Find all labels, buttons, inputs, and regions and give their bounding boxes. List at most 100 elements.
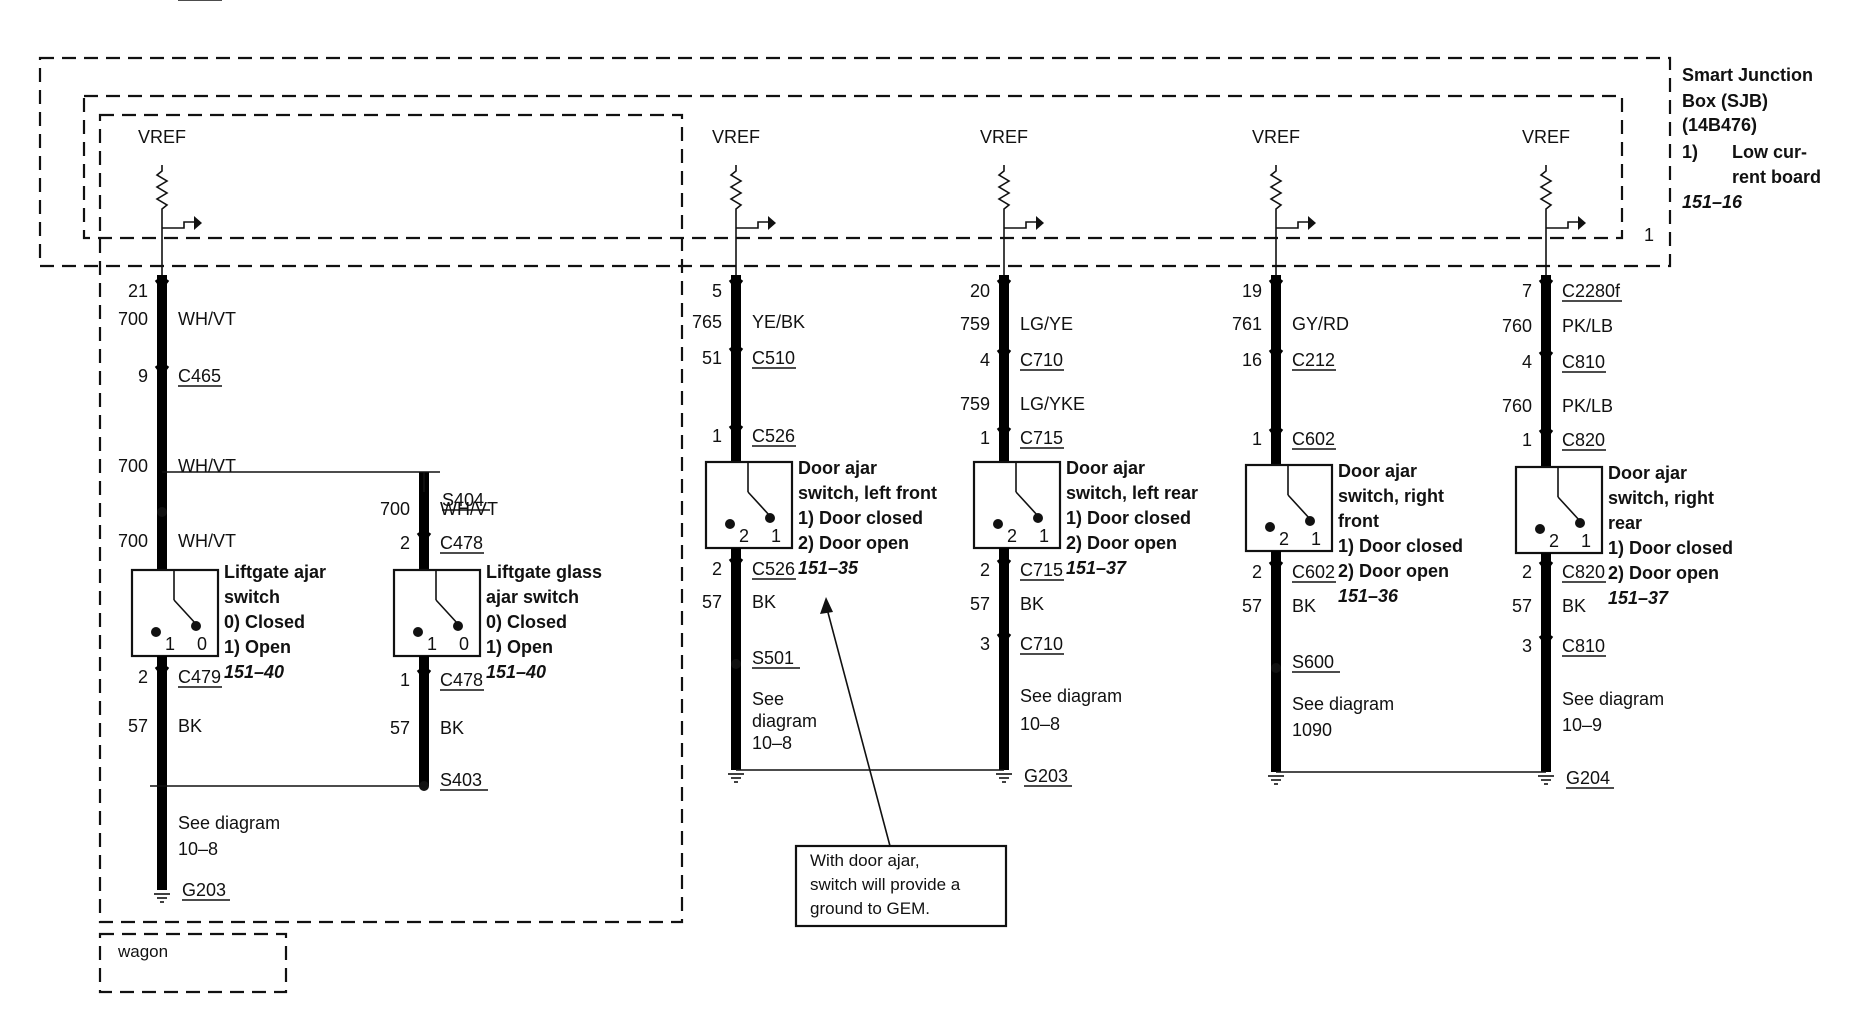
splice-dot xyxy=(157,507,167,517)
ground-symbol xyxy=(995,773,1013,783)
see-diagram: See xyxy=(752,689,784,709)
circuit-number: 760 xyxy=(1502,316,1532,336)
switch-pin: 1 xyxy=(1311,529,1321,549)
pullup-resistor xyxy=(998,164,1010,216)
switch-pin: 0 xyxy=(459,634,469,654)
wire-color: BK xyxy=(1562,596,1586,616)
wire-color: PK/LB xyxy=(1562,396,1613,416)
switch-blade xyxy=(1015,491,1039,517)
connector-mark xyxy=(728,558,744,570)
switch-contact xyxy=(151,627,161,637)
ground-symbol xyxy=(1537,775,1555,785)
connector-mark xyxy=(1268,428,1284,440)
switch-pin: 1 xyxy=(1039,526,1049,546)
switch-name: Door ajar xyxy=(1066,458,1145,478)
circuit-number: 700 xyxy=(380,499,410,519)
pullup-resistor xyxy=(1270,164,1282,216)
switch-name: switch, right xyxy=(1608,488,1714,508)
callout-arrowhead xyxy=(820,597,833,614)
splice-label: S600 xyxy=(1292,652,1334,672)
switch-contact xyxy=(453,621,463,631)
svg-text:rent board: rent board xyxy=(1732,167,1821,187)
see-diagram: See diagram xyxy=(178,813,280,833)
connector-mark xyxy=(1538,351,1554,363)
svg-text:1): 1) xyxy=(1682,142,1698,162)
connector-mark xyxy=(728,347,744,359)
top-pin: 19 xyxy=(1242,281,1262,301)
connector-name: C810 xyxy=(1562,352,1605,372)
switch-contact xyxy=(191,621,201,631)
switch-box xyxy=(130,568,220,658)
connector-name: C526 xyxy=(752,559,795,579)
pullup-resistor xyxy=(1540,164,1552,216)
switch-contact xyxy=(725,519,735,529)
circuit-number: 761 xyxy=(1232,314,1262,334)
switch-name: Liftgate glass xyxy=(486,562,602,582)
switch-pin: 1 xyxy=(771,526,781,546)
switch-pin: 1 xyxy=(165,634,175,654)
callout-line-2: switch will provide a xyxy=(810,875,961,894)
sjb-input-flag xyxy=(768,216,776,230)
connector-pin: 2 xyxy=(1522,562,1532,582)
svg-text:Low cur-: Low cur- xyxy=(1732,142,1807,162)
switch-contact xyxy=(1575,518,1585,528)
connector-pin: 2 xyxy=(1252,562,1262,582)
switch-state: 1) Open xyxy=(224,637,291,657)
top-pin: 21 xyxy=(128,281,148,301)
switch-state: 1) Door closed xyxy=(1608,538,1733,558)
switch-pin: 2 xyxy=(1549,531,1559,551)
wire-color: WH/VT xyxy=(440,499,498,519)
connector-pin: 1 xyxy=(1252,429,1262,449)
connector-name: C465 xyxy=(178,366,221,386)
connector-mark xyxy=(1538,429,1554,441)
sjb-inner-boundary xyxy=(82,94,1624,240)
connector-mark xyxy=(996,559,1012,571)
switch-ref: 151–37 xyxy=(1066,558,1127,578)
connector-mark xyxy=(416,532,432,544)
splice-label: S501 xyxy=(752,648,794,668)
vref-label: VREF xyxy=(712,127,760,147)
switch-name: Door ajar xyxy=(1608,463,1687,483)
circuit-number: 57 xyxy=(702,592,722,612)
top-pin: 7 xyxy=(1522,281,1532,301)
wagon-area-boundary xyxy=(98,113,684,924)
switch-name: front xyxy=(1338,511,1379,531)
circuit-number: 760 xyxy=(1502,396,1532,416)
wire-color: WH/VT xyxy=(178,456,236,476)
see-diagram: 10–8 xyxy=(752,733,792,753)
see-diagram: 10–8 xyxy=(1020,714,1060,734)
switch-blade xyxy=(1287,494,1311,520)
switch-box xyxy=(704,460,794,550)
switch-pin: 2 xyxy=(1007,526,1017,546)
splice-label: S403 xyxy=(440,770,482,790)
switch-name: switch, right xyxy=(1338,486,1444,506)
wire-color: YE/BK xyxy=(752,312,805,332)
wire-color: LG/YE xyxy=(1020,314,1073,334)
switch-contact xyxy=(1033,513,1043,523)
connector-pin: 51 xyxy=(702,348,722,368)
wire-color: BK xyxy=(1292,596,1316,616)
switch-pin: 2 xyxy=(1279,529,1289,549)
connector-pin: 1 xyxy=(980,428,990,448)
svg-text:(14B476): (14B476) xyxy=(1682,115,1757,135)
switch-state: 2) Door open xyxy=(1066,533,1177,553)
switch-blade xyxy=(1557,496,1581,522)
connector-name: C478 xyxy=(440,533,483,553)
connector-mark xyxy=(1538,561,1554,573)
circuit-number: 765 xyxy=(692,312,722,332)
switch-state: 1) Door closed xyxy=(1066,508,1191,528)
connector-pin: 3 xyxy=(1522,636,1532,656)
switch-pin: 1 xyxy=(427,634,437,654)
splice-dot xyxy=(1271,663,1281,673)
wire-color: WH/VT xyxy=(178,531,236,551)
connector-mark xyxy=(728,279,744,291)
switch-ref: 151–36 xyxy=(1338,586,1399,606)
callout-box xyxy=(794,844,1008,928)
wire-color: BK xyxy=(178,716,202,736)
see-diagram: 10–8 xyxy=(178,839,218,859)
ground-label: G203 xyxy=(182,880,226,900)
